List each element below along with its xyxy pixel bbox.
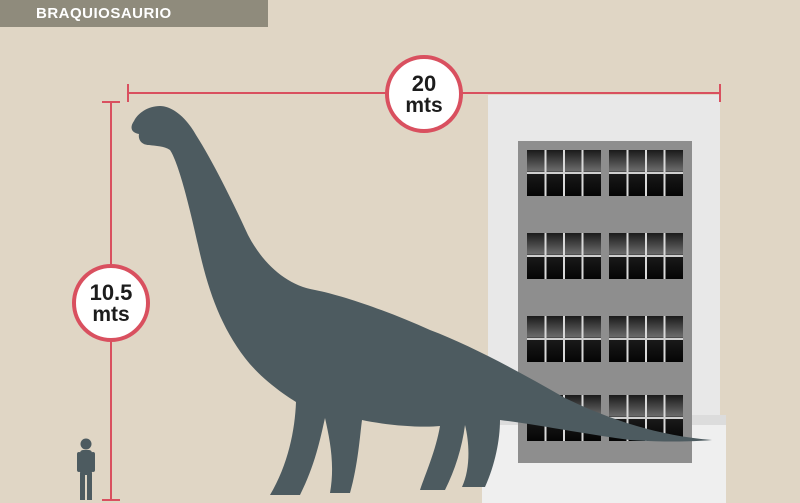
human-silhouette [77,438,95,500]
window-transom [527,172,601,174]
brachiosaurus-silhouette [131,106,713,495]
title-bar: BRAQUIOSAURIO [0,0,268,27]
building [482,95,726,503]
window-transom [609,338,683,340]
building-windows [527,150,683,441]
height-badge: 10.5 mts [72,264,150,342]
length-badge: 20 mts [385,55,463,133]
window-transom [609,255,683,257]
window-transom [609,417,683,419]
length-value: 20 [411,70,437,96]
page-title: BRAQUIOSAURIO [36,5,172,22]
length-unit: mts [405,93,443,117]
height-value: 10.5 [89,279,133,305]
window-transom [527,255,601,257]
height-unit: mts [92,302,130,326]
window-transom [527,338,601,340]
window-transom [609,172,683,174]
